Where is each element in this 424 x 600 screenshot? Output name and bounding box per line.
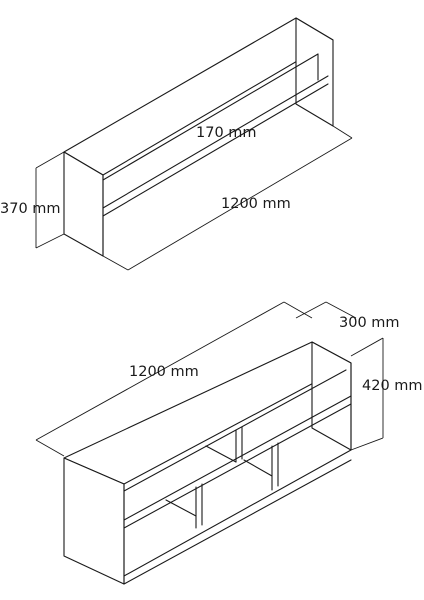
unit-middle-shelf: [123, 395, 352, 521]
unit-width-dimension-line: [35, 301, 285, 441]
tv-unit-drawing: 1200 mm 300 mm 420 mm: [35, 301, 423, 585]
shelf-width-dimension-line: [127, 137, 353, 271]
unit-top-surface: [63, 341, 352, 485]
shelf-width-label: 1200 mm: [221, 196, 291, 212]
unit-depth-label: 300 mm: [339, 315, 400, 331]
unit-depth-dimension-line: [295, 301, 327, 319]
unit-height-label: 420 mm: [362, 378, 423, 394]
shelf-middle-board: [102, 75, 329, 209]
shelf-right-side: [295, 17, 334, 127]
wall-shelf-drawing: 170 mm 1200 mm 370 mm: [0, 17, 353, 271]
unit-right-side: [311, 341, 352, 451]
shelf-height-label: 370 mm: [0, 201, 61, 217]
unit-bottom-board: [123, 449, 352, 577]
shelf-depth-label: 170 mm: [196, 125, 257, 141]
unit-width-label: 1200 mm: [129, 364, 199, 380]
